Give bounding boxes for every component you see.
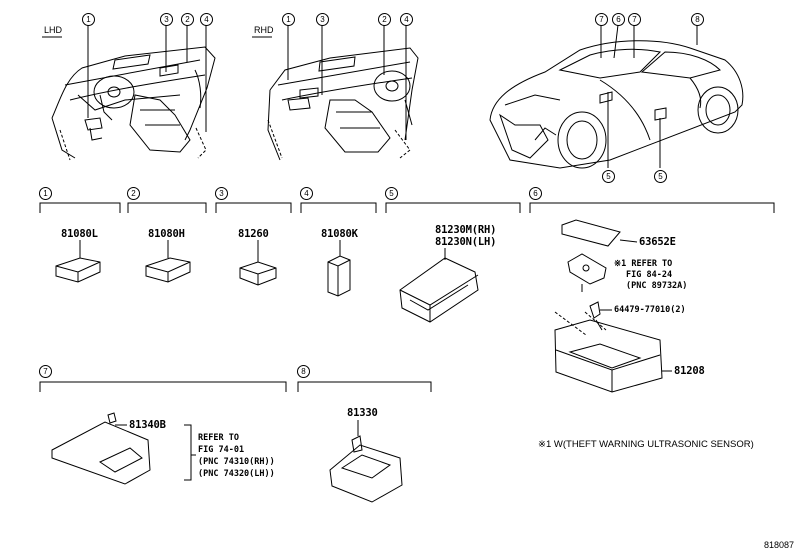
ref-g6-line1: ※1 REFER TO xyxy=(614,259,673,269)
ref-g6-line3: (PNC 89732A) xyxy=(626,281,688,291)
rhd-label: RHD xyxy=(254,25,274,35)
callout-5-car-b: 5 xyxy=(654,170,667,183)
part-number-81340B: 81340B xyxy=(129,419,166,431)
callout-1-lhd: 1 xyxy=(82,13,95,26)
part-81208-shape xyxy=(554,311,672,393)
ref-g7-line2: FIG 74-01 xyxy=(198,445,245,455)
part-81080K-shape xyxy=(327,240,351,297)
group-5-number: 5 xyxy=(385,187,398,200)
callout-8-car: 8 xyxy=(691,13,704,26)
part-number-81208: 81208 xyxy=(674,365,705,377)
group-7-number: 7 xyxy=(39,365,52,378)
part-81080L-shape xyxy=(55,240,101,283)
rhd-dashboard-illustration xyxy=(252,36,419,161)
part-81230-shape xyxy=(399,248,479,323)
callout-1-rhd: 1 xyxy=(282,13,295,26)
car-illustration xyxy=(489,40,744,169)
part-number-81230M: 81230M(RH) xyxy=(435,224,497,236)
part-number-81260: 81260 xyxy=(238,228,269,240)
ref-g7-line4: (PNC 74320(LH)) xyxy=(198,469,275,479)
footnote: ※1 W(THEFT WARNING ULTRASONIC SENSOR) xyxy=(538,439,754,450)
group-3-number: 3 xyxy=(215,187,228,200)
top-leader-lines xyxy=(87,24,698,168)
callout-7-car-b: 7 xyxy=(628,13,641,26)
callout-4-lhd: 4 xyxy=(200,13,213,26)
group-4-number: 4 xyxy=(300,187,313,200)
part-number-81080L: 81080L xyxy=(61,228,98,240)
part-81330-shape xyxy=(329,420,403,503)
group-6-number: 6 xyxy=(529,187,542,200)
group-brackets xyxy=(39,202,775,392)
part-81260-shape xyxy=(239,240,277,286)
figure-id: 818087 xyxy=(764,540,795,550)
part-81340B-shape xyxy=(51,412,196,485)
callout-7-car-a: 7 xyxy=(595,13,608,26)
part-number-63652E: 63652E xyxy=(639,236,676,248)
callout-2-lhd: 2 xyxy=(181,13,194,26)
group-8-number: 8 xyxy=(297,365,310,378)
ref-g6-line2: FIG 84-24 xyxy=(626,270,673,280)
callout-3-rhd: 3 xyxy=(316,13,329,26)
part-number-81230N: 81230N(LH) xyxy=(435,236,497,248)
part-number-81080K: 81080K xyxy=(321,228,358,240)
part-81080H-shape xyxy=(145,240,191,283)
part-number-64479-77010: 64479-77010(2) xyxy=(614,305,686,315)
callout-2-rhd: 2 xyxy=(378,13,391,26)
ref-g7-line3: (PNC 74310(RH)) xyxy=(198,457,275,467)
part-63652E-shape xyxy=(561,219,638,247)
callout-5-car-a: 5 xyxy=(602,170,615,183)
group-2-number: 2 xyxy=(127,187,140,200)
part-number-81080H: 81080H xyxy=(148,228,185,240)
callout-6-car: 6 xyxy=(612,13,625,26)
part-sensor-shape xyxy=(567,253,607,292)
callout-4-rhd: 4 xyxy=(400,13,413,26)
callout-3-lhd: 3 xyxy=(160,13,173,26)
ref-g7-line1: REFER TO xyxy=(198,433,239,443)
part-number-81330: 81330 xyxy=(347,407,378,419)
lhd-label: LHD xyxy=(44,25,63,35)
lhd-dashboard-illustration xyxy=(42,36,216,161)
group-1-number: 1 xyxy=(39,187,52,200)
